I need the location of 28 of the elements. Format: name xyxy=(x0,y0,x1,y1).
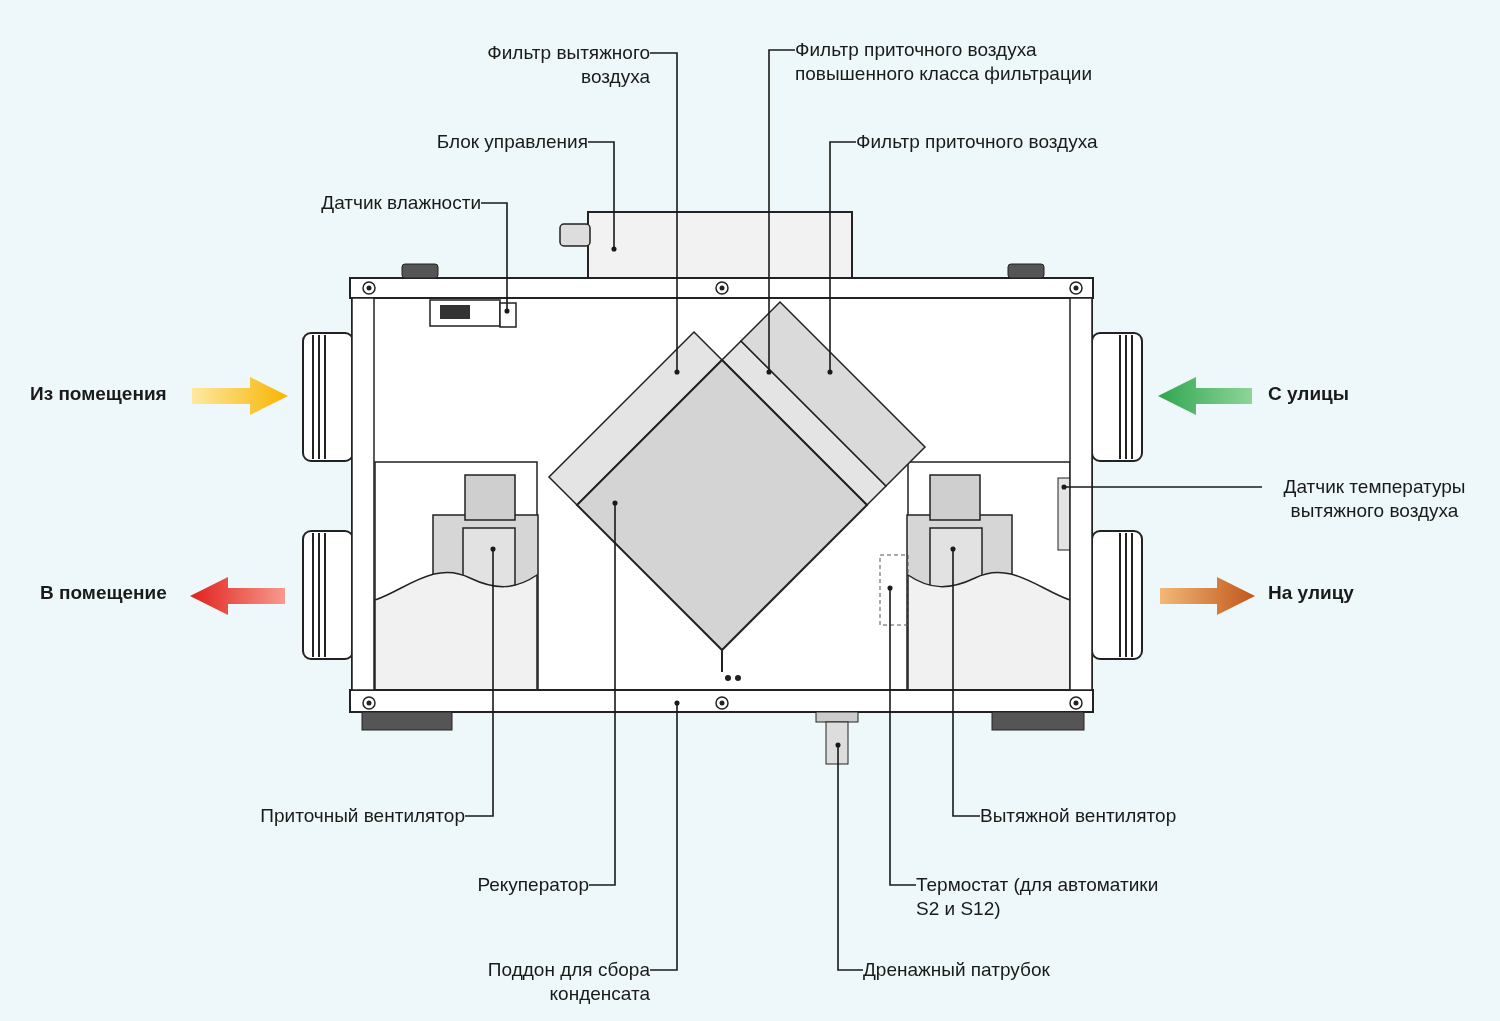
callout-label: Фильтр приточного воздуха повышенного класса фильтрации xyxy=(795,38,1125,86)
callout-label: Фильтр вытяжного воздуха xyxy=(450,41,650,89)
leader-line xyxy=(587,141,617,252)
airflow-label: На улицу xyxy=(1268,581,1354,605)
leader-line xyxy=(766,49,796,375)
leader-line xyxy=(887,585,917,886)
callout-label: Датчик влажности xyxy=(281,191,481,215)
callout-label: Приточный вентилятор xyxy=(215,804,465,828)
callout-label: Дренажный патрубок xyxy=(863,958,1103,982)
leader-line xyxy=(588,500,618,886)
leader-line xyxy=(827,141,857,375)
leader-line xyxy=(649,700,680,971)
leader-line xyxy=(649,52,680,375)
leader-line xyxy=(835,742,864,971)
airflow-label: Из помещения xyxy=(30,382,167,406)
callout-label: Датчик температуры вытяжного воздуха xyxy=(1262,475,1487,523)
leader-line xyxy=(1061,484,1263,490)
callout-label: Фильтр приточного воздуха xyxy=(856,130,1156,154)
leader-line xyxy=(950,546,981,817)
airflow-label: В помещение xyxy=(40,581,167,605)
leader-line xyxy=(464,546,496,817)
callout-label: Поддон для сбора конденсата xyxy=(460,958,650,1006)
callout-label: Рекуператор xyxy=(449,873,589,897)
leader-line xyxy=(480,202,510,314)
callout-label: Вытяжной вентилятор xyxy=(980,804,1230,828)
airflow-label: С улицы xyxy=(1268,382,1349,406)
callout-label: Блок управления xyxy=(398,130,588,154)
callout-label: Термостат (для автоматики S2 и S12) xyxy=(916,873,1186,921)
